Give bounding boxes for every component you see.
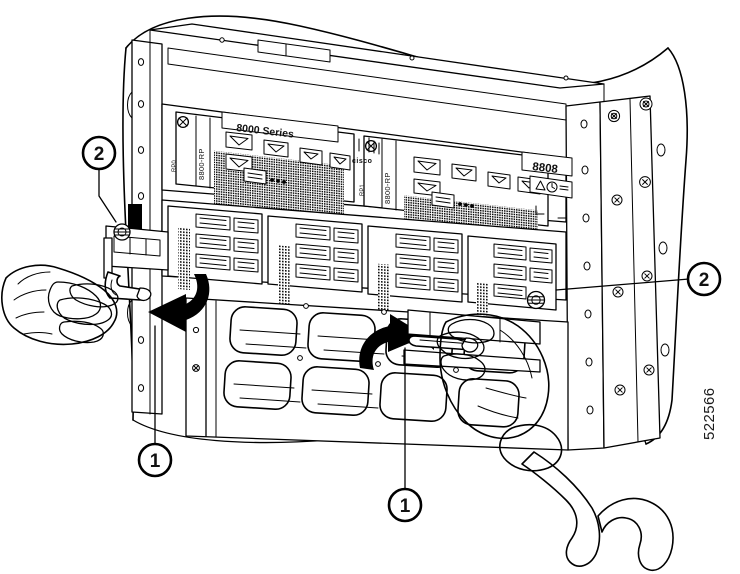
qsfp-cages-card-2 bbox=[295, 223, 359, 283]
arrow-left-rotate bbox=[148, 274, 210, 332]
rail-holes-right bbox=[580, 119, 594, 415]
cisco-logo: cisco bbox=[352, 137, 380, 165]
rp-slot-right-label: RP1 bbox=[360, 184, 366, 196]
leader-callout-2-top-left bbox=[98, 167, 117, 223]
hand-right bbox=[436, 313, 674, 572]
callout-1-bottom-left-number: 1 bbox=[150, 451, 161, 472]
thumbscrew-right bbox=[526, 290, 546, 310]
line-card-2 bbox=[267, 215, 363, 309]
qsfp-cages-card-4 bbox=[493, 243, 553, 300]
callout-2-right-number: 2 bbox=[699, 270, 710, 291]
hand-left bbox=[1, 264, 119, 346]
rail-screws-right bbox=[607, 97, 655, 396]
thumbscrew-left bbox=[113, 223, 131, 241]
sleeve-tail bbox=[521, 451, 674, 572]
line-card-row bbox=[161, 199, 567, 343]
rp-module-left: 8800-RP RP0 bbox=[172, 111, 355, 224]
leader-callout-2-right bbox=[555, 278, 690, 291]
cisco-wordmark: cisco bbox=[352, 158, 372, 165]
line-card-3 bbox=[367, 225, 463, 327]
rack-rail-right bbox=[565, 95, 670, 451]
qsfp-cages-card-3 bbox=[395, 233, 459, 293]
line-card-1 bbox=[167, 205, 263, 290]
rp-right-leds bbox=[458, 202, 474, 208]
callout-leaders bbox=[98, 167, 690, 491]
ejector-lever-left[interactable] bbox=[103, 223, 169, 302]
callout-1-bottom-center-number: 1 bbox=[400, 496, 411, 517]
rp-slot-left-label: RP0 bbox=[172, 160, 178, 172]
rp-left-leds bbox=[270, 178, 286, 184]
rp-module-right-label: 8800-RP bbox=[383, 172, 392, 204]
rp-left-ejector bbox=[176, 115, 190, 129]
callout-1-bottom-center: 1 bbox=[387, 487, 423, 523]
callout-2-top-left-number: 2 bbox=[94, 144, 105, 165]
model-nameplate: 8808 bbox=[521, 151, 573, 177]
sleeve-cuff-right bbox=[499, 423, 563, 472]
rp-module-left-label: 8800-RP bbox=[197, 148, 206, 180]
rp-left-ports bbox=[225, 131, 351, 173]
qsfp-cages-card-1 bbox=[195, 213, 259, 273]
figure-id-label: 522566 bbox=[701, 388, 718, 440]
callout-1-bottom-left: 1 bbox=[137, 442, 173, 478]
callout-2-top-left: 2 bbox=[81, 135, 117, 171]
model-label: 8808 bbox=[532, 161, 559, 176]
chassis-top-shelf bbox=[149, 23, 605, 151]
callout-2-right: 2 bbox=[686, 261, 722, 297]
laser-warning-label bbox=[529, 175, 573, 199]
rp-right-ejector bbox=[364, 139, 378, 153]
